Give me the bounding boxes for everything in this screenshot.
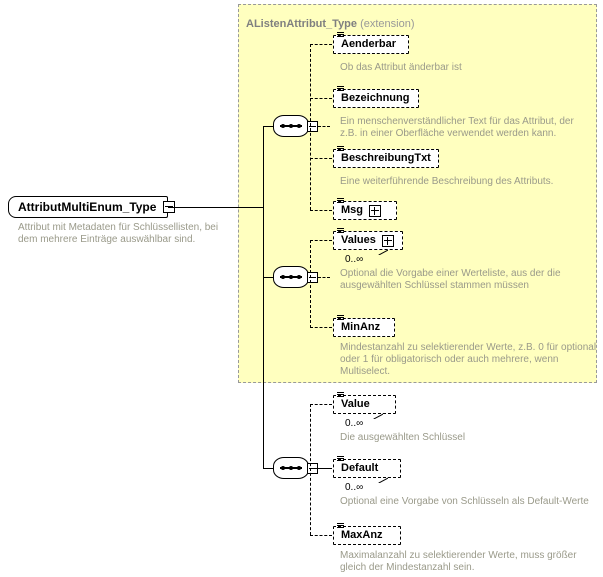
group1-branch-bezeichnung: [310, 98, 332, 99]
element-name: Aenderbar: [341, 38, 397, 50]
group2-branch-values: [310, 240, 332, 241]
element-name: Values: [341, 234, 376, 246]
element-name: Value: [341, 398, 370, 410]
element-node-aenderbar[interactable]: Aenderbar: [333, 32, 409, 54]
group2-bus: [310, 240, 311, 328]
repeat-indicator: [378, 477, 388, 483]
element-node-minanz[interactable]: MinAnz: [333, 315, 395, 337]
element-name: Default: [341, 462, 379, 474]
element-documentation: Optional die Vorgabe einer Werteliste, a…: [340, 268, 561, 291]
repeat-indicator: [373, 413, 383, 419]
element-documentation: Ein menschenverständlicher Text für das …: [340, 116, 574, 139]
trunk-vertical: [263, 126, 264, 468]
group1-branch-aenderbar: [310, 44, 332, 45]
annotation-icon: [337, 198, 344, 204]
group1-bus: [310, 44, 311, 210]
group3-stub: [263, 468, 273, 469]
sequence-dot: [281, 124, 285, 128]
annotation-icon: [337, 456, 344, 462]
sequence-compositor-3[interactable]: [273, 457, 321, 483]
element-node-maxanz[interactable]: MaxAnz: [333, 523, 401, 545]
element-name: Msg: [341, 204, 363, 216]
plus-icon[interactable]: [369, 204, 381, 217]
element-name: BeschreibungTxt: [341, 152, 431, 164]
element-node-bezeichnung[interactable]: Bezeichnung: [333, 86, 419, 108]
element-cardinality: 0..∞: [345, 418, 364, 429]
element-node-value[interactable]: Value: [333, 392, 396, 414]
group3-bus: [310, 404, 311, 535]
element-documentation: Eine weiterführende Beschreibung des Att…: [340, 176, 554, 187]
annotation-icon: [337, 146, 344, 152]
annotation-icon: [337, 32, 344, 38]
sequence-dot: [297, 124, 301, 128]
root-type-name: AttributMultiEnum_Type: [18, 200, 157, 214]
sequence-dot: [297, 466, 301, 470]
element-documentation: Ob das Attribut änderbar ist: [340, 62, 462, 73]
group2-bus-stub: [318, 277, 330, 278]
plus-icon[interactable]: [381, 234, 394, 247]
group3-branch-default: [310, 468, 332, 469]
element-node-values[interactable]: Values: [333, 228, 403, 250]
sequence-dot: [281, 275, 285, 279]
annotation-icon: [337, 315, 344, 321]
sequence-connector[interactable]: [307, 121, 318, 132]
extension-kind-label: (extension): [360, 18, 415, 30]
element-documentation: Maximalanzahl zu selektierender Werte, m…: [340, 550, 577, 573]
group2-branch-minanz: [310, 327, 332, 328]
repeat-indicator: [378, 249, 388, 255]
sequence-dot: [281, 466, 285, 470]
sequence-dot: [289, 466, 293, 470]
sequence-dot: [297, 275, 301, 279]
element-node-default[interactable]: Default: [333, 456, 401, 478]
extension-region-title: AListenAttribut_Type (extension): [246, 18, 415, 30]
group1-bus-stub: [318, 126, 330, 127]
element-cardinality: 0..∞: [345, 254, 364, 265]
group1-branch-beschreibungtxt: [310, 158, 332, 159]
sequence-dot: [289, 275, 293, 279]
element-cardinality: 0..∞: [345, 482, 364, 493]
element-name: MinAnz: [341, 321, 381, 333]
group1-branch-msg: [310, 210, 332, 211]
element-documentation: Die ausgewählten Schlüssel: [340, 432, 466, 443]
annotation-icon: [337, 228, 344, 234]
trunk-line: [168, 207, 263, 208]
annotation-icon: [337, 86, 344, 92]
group1-stub: [263, 126, 273, 127]
annotation-icon: [337, 523, 344, 529]
root-type-node[interactable]: AttributMultiEnum_Type: [8, 196, 176, 218]
group3-branch-maxanz: [310, 535, 332, 536]
extension-region: [238, 4, 597, 383]
element-name: MaxAnz: [341, 529, 383, 541]
sequence-connector[interactable]: [307, 272, 318, 283]
root-documentation: Attribut mit Metadaten für Schlüssellist…: [18, 222, 219, 245]
element-name: Bezeichnung: [341, 92, 410, 104]
annotation-icon: [337, 392, 344, 398]
element-node-msg[interactable]: Msg: [333, 198, 397, 220]
sequence-dot: [289, 124, 293, 128]
sequence-compositor-2[interactable]: [273, 266, 321, 292]
element-node-beschreibungtxt[interactable]: BeschreibungTxt: [333, 146, 439, 168]
sequence-compositor-1[interactable]: [273, 115, 321, 141]
extension-type-name: AListenAttribut_Type: [246, 18, 358, 30]
element-documentation: Mindestanzahl zu selektierender Werte, z…: [340, 342, 597, 377]
group2-stub: [263, 277, 273, 278]
element-documentation: Optional eine Vorgabe von Schlüsseln als…: [340, 496, 589, 507]
group3-branch-value: [310, 404, 332, 405]
